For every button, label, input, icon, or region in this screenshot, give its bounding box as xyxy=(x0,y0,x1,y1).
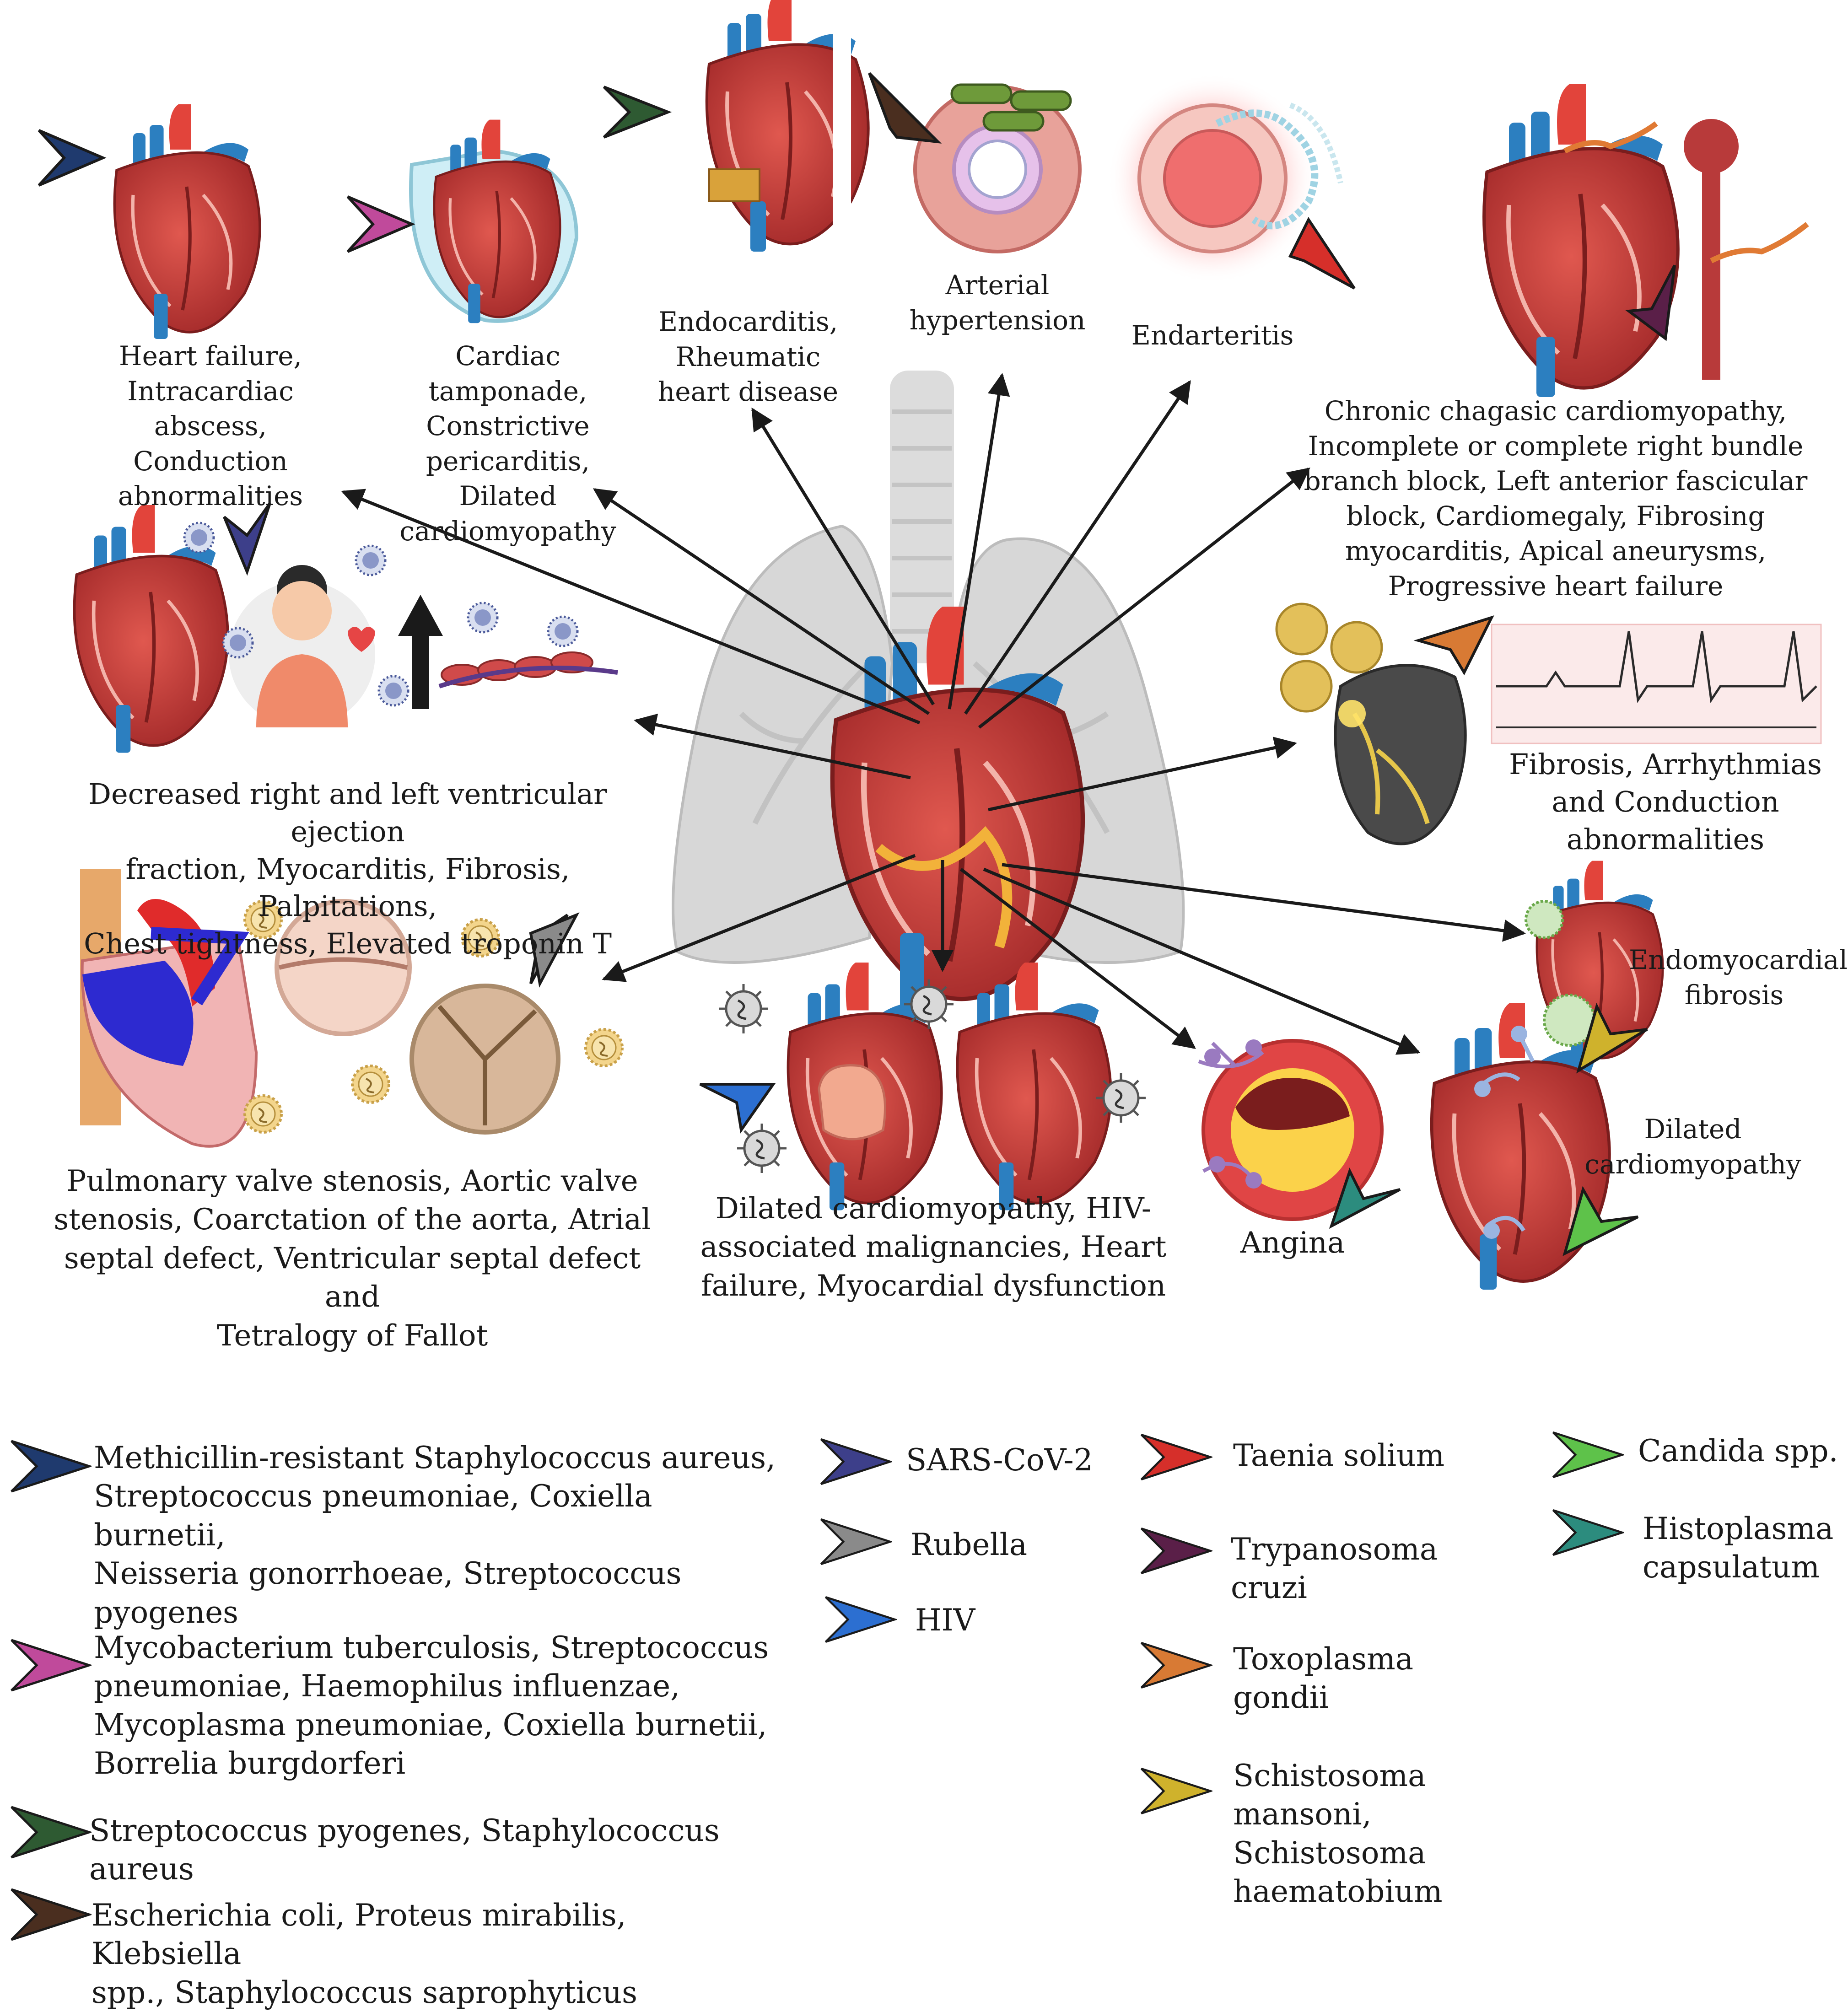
legend-text-indigo: SARS-CoV-2 xyxy=(906,1442,1093,1478)
label-hiv: Dilated cardiomyopathy, HIV- associated … xyxy=(700,1192,1167,1303)
legend-text-dark-green: Streptococcus pyogenes, Staphylococcus a… xyxy=(89,1813,720,1887)
pathogen-markers xyxy=(38,72,1676,1256)
legend-arrow-orange xyxy=(1140,1641,1212,1689)
marker-blue xyxy=(699,1083,776,1134)
legend-arrow-teal xyxy=(1552,1509,1624,1556)
legend-arrow-gray xyxy=(820,1518,892,1565)
marker-dark-green xyxy=(603,86,672,139)
label-hypertension: Arterial hypertension xyxy=(909,269,1086,336)
ejection-illustration xyxy=(74,505,618,753)
legend-arrow-blue xyxy=(824,1596,897,1643)
label-tamponade: Cardiac tamponade, Constrictive pericard… xyxy=(399,340,616,547)
hiv-illustration xyxy=(719,963,1146,1210)
arrow-to-endarteritis xyxy=(964,380,1191,715)
legend-text-navy: Methicillin-resistant Staphylococcus aur… xyxy=(94,1440,776,1630)
label-arrhythmias: Fibrosis, Arrhythmias and Conduction abn… xyxy=(1509,748,1822,856)
legend-text-gray: Rubella xyxy=(911,1527,1028,1562)
marker-magenta xyxy=(346,195,415,253)
marker-red xyxy=(1288,217,1356,290)
arrow-to-ejection xyxy=(634,714,911,780)
legend-text-teal: Histoplasma capsulatum xyxy=(1643,1511,1834,1585)
dilated-illustration xyxy=(1432,1003,1609,1290)
marker-orange xyxy=(1413,615,1494,676)
arrow-to-dilated xyxy=(983,867,1421,1055)
angina-illustration xyxy=(1198,1039,1384,1221)
legend-arrow-magenta xyxy=(11,1639,92,1692)
label-endocarditis: Endocarditis, Rheumatic heart disease xyxy=(657,306,839,408)
label-endomyocardial: Endomyocardial fibrosis xyxy=(1629,944,1848,1011)
endomyocardial-illustration xyxy=(1525,861,1663,1065)
marker-navy xyxy=(38,129,107,187)
marker-gray-tip xyxy=(529,912,580,988)
marker-dark-brown xyxy=(868,72,942,144)
marker-purple xyxy=(1625,264,1676,341)
label-heart-failure: Heart failure, Intracardiac abscess, Con… xyxy=(118,340,303,512)
arrhythmias-illustration xyxy=(1275,603,1822,845)
arrow-to-chagasic xyxy=(978,467,1310,729)
label-dilated: Dilated cardiomyopathy xyxy=(1584,1114,1801,1180)
legend-arrow-purple xyxy=(1140,1527,1212,1575)
marker-indigo xyxy=(223,502,271,576)
chagasic-illustration xyxy=(1484,84,1809,397)
arrow-to-hypertension xyxy=(948,373,1010,710)
legend-arrow-dark-brown xyxy=(11,1888,92,1941)
marker-light-green xyxy=(1562,1186,1639,1256)
legend-text-dark-brown: Escherichia coli, Proteus mirabilis, Kle… xyxy=(92,1898,638,2010)
legend-text-magenta: Mycobacterium tuberculosis, Streptococcu… xyxy=(94,1630,769,1781)
legend-text-blue: HIV xyxy=(915,1603,975,1638)
arrow-to-heart-failure xyxy=(341,489,921,725)
label-endarteritis: Endarteritis xyxy=(1131,320,1294,351)
marker-teal xyxy=(1329,1167,1401,1229)
legend-arrow-indigo xyxy=(820,1438,892,1485)
arrow-to-valve xyxy=(602,854,916,982)
legend-text-yellow: Schistosoma mansoni, Schistosoma haemato… xyxy=(1233,1758,1443,1910)
legend-arrow-red xyxy=(1140,1433,1212,1481)
valve-illustration xyxy=(80,869,622,1148)
legend-arrow-light-green xyxy=(1552,1431,1624,1479)
legend-arrow-yellow xyxy=(1140,1767,1212,1815)
legend-text-purple: Trypanosoma cruzi xyxy=(1231,1532,1438,1606)
label-valve: Pulmonary valve stenosis, Aortic valve s… xyxy=(54,1164,651,1353)
hypertension-illustration xyxy=(913,83,1082,253)
endocarditis-illustration xyxy=(686,0,868,284)
legend-text-red: Taenia solium xyxy=(1233,1438,1445,1473)
connector-arrows xyxy=(341,373,1526,1055)
marker-yellow xyxy=(1576,1002,1648,1074)
label-angina: Angina xyxy=(1240,1226,1345,1260)
arrow-to-endocarditis xyxy=(751,407,935,705)
arrow-to-endomyocardial xyxy=(1002,863,1526,942)
heart-failure-illustration xyxy=(114,104,260,339)
legend-arrow-navy xyxy=(11,1440,92,1493)
arrow-to-tamponade xyxy=(593,488,930,715)
label-chagasic: Chronic chagasic cardiomyopathy, Incompl… xyxy=(1304,395,1808,602)
legend-text-orange: Toxoplasma gondii xyxy=(1233,1641,1414,1716)
arrow-to-angina xyxy=(959,868,1196,1049)
label-ejection: Decreased right and left ventricular eje… xyxy=(84,777,612,961)
arrow-to-arrhythmias xyxy=(988,737,1297,812)
tamponade-illustration xyxy=(409,120,579,323)
legend-text-light-green: Candida spp. xyxy=(1638,1433,1838,1469)
endarteritis-illustration xyxy=(1107,73,1343,284)
legend-arrow-dark-green xyxy=(11,1806,92,1859)
